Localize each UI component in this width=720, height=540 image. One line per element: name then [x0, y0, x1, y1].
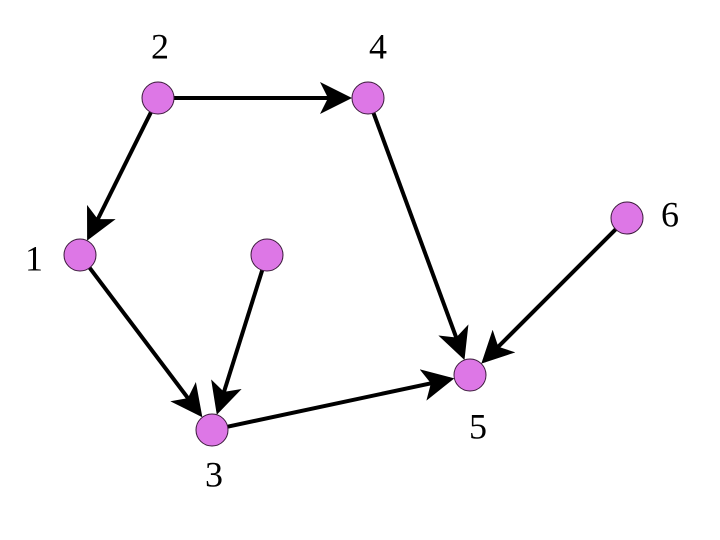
- edge-n3-to-n5: [227, 369, 455, 429]
- node-n5: [453, 358, 487, 392]
- edges: [87, 82, 618, 429]
- node-n3: [195, 413, 229, 447]
- node-label-n4: 4: [369, 26, 387, 66]
- node-n1: [63, 238, 97, 272]
- node-n4: [351, 81, 385, 115]
- node-label-n1: 1: [25, 238, 43, 278]
- node-label-n6: 6: [661, 194, 679, 234]
- nodes: [63, 81, 644, 447]
- node-label-n5: 5: [469, 406, 487, 446]
- node-label-n3: 3: [205, 454, 223, 494]
- edge-n2-to-n1: [87, 111, 153, 241]
- node-n7: [250, 238, 284, 272]
- edge-n1-to-n3: [88, 266, 203, 418]
- edge-n4-to-n5: [371, 112, 469, 360]
- edge-n6-to-n5: [481, 227, 618, 364]
- node-label-n2: 2: [151, 26, 169, 66]
- node-n6: [610, 201, 644, 235]
- node-n2: [141, 81, 175, 115]
- edge-n7-to-n3: [211, 269, 265, 415]
- node-labels: 1 2 3 4 5 6: [25, 26, 679, 494]
